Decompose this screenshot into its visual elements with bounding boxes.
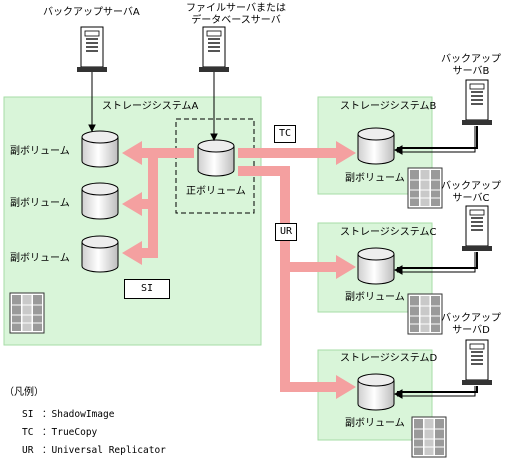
storage-c-label: ストレージシステムC — [340, 227, 437, 238]
legend-title: （凡例） — [4, 387, 44, 398]
tc-badge: TC — [274, 125, 296, 143]
primary-volume-label: 正ボリューム — [186, 186, 246, 197]
backup-server-b-icon — [461, 79, 493, 126]
legend-abbr-tc: TC — [22, 427, 34, 438]
secondary-volume-3-label: 副ボリューム — [10, 253, 70, 264]
backup-server-b-label-line2: サーバB — [452, 66, 490, 77]
storage-b-label: ストレージシステムB — [340, 101, 437, 112]
storage-a-label: ストレージシステムA — [102, 101, 199, 112]
backup-server-a-label: バックアップサーバA — [43, 7, 140, 18]
storage-d-volume — [357, 373, 395, 411]
legend-desc-tc: ：TrueCopy — [42, 427, 98, 438]
legend-abbr-ur: UR — [22, 445, 34, 456]
backup-server-d-label-line1: バックアップ — [441, 313, 501, 324]
backup-server-d-label-line2: サーバD — [452, 325, 490, 336]
backup-server-d-icon — [461, 339, 493, 386]
legend-desc-si: ：ShadowImage — [42, 409, 115, 420]
host-connections — [88, 72, 478, 399]
file-server-icon — [198, 26, 230, 73]
secondary-volume-2 — [81, 182, 119, 220]
backup-server-a-icon — [76, 26, 108, 73]
backup-server-c-label-line2: サーバC — [452, 193, 490, 204]
replication-arrows — [122, 141, 356, 399]
secondary-volume-1 — [81, 130, 119, 168]
storage-d-volume-label: 副ボリューム — [345, 418, 405, 429]
secondary-volume-1-label: 副ボリューム — [10, 146, 70, 157]
secondary-volume-2-label: 副ボリューム — [10, 198, 70, 209]
primary-volume — [197, 139, 235, 177]
backup-server-b-label-line1: バックアップ — [441, 54, 501, 65]
storage-d-rack-icon — [411, 416, 447, 458]
storage-a-rack-icon — [9, 292, 45, 334]
storage-b-volume — [357, 127, 395, 165]
storage-system-a — [3, 96, 262, 346]
backup-server-c-icon — [461, 205, 493, 252]
file-server-label-line2: データベースサーバ — [191, 15, 281, 26]
storage-c-volume — [357, 247, 395, 285]
backup-server-c-label-line1: バックアップ — [441, 181, 501, 192]
legend-abbr-si: SI — [22, 409, 34, 420]
storage-d-label: ストレージシステムD — [340, 353, 438, 364]
si-badge: SI — [124, 279, 170, 299]
file-server-label-line1: ファイルサーバまたは — [186, 3, 286, 14]
secondary-volume-3 — [81, 235, 119, 273]
storage-c-volume-label: 副ボリューム — [345, 292, 405, 303]
storage-b-volume-label: 副ボリューム — [345, 173, 405, 184]
ur-badge: UR — [275, 223, 297, 241]
legend-desc-ur: ：Universal Replicator — [42, 445, 166, 456]
